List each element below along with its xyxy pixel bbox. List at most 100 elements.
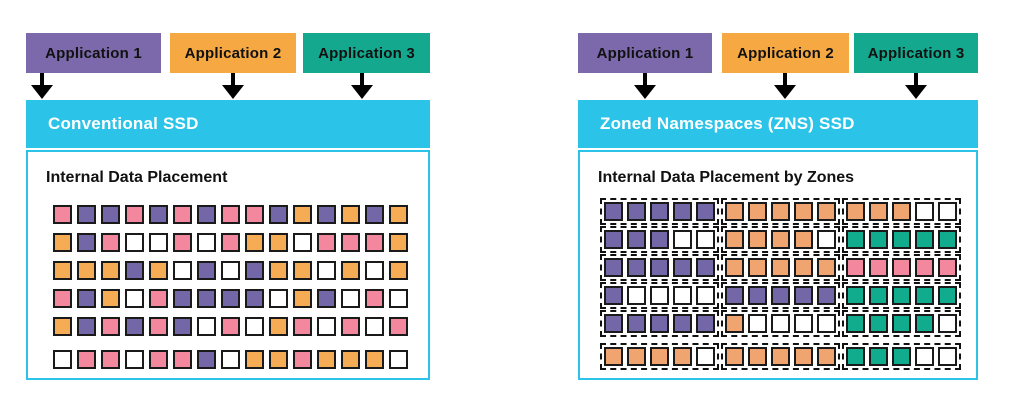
data-block-purple xyxy=(77,289,96,308)
data-block-orange xyxy=(389,205,408,224)
data-block-white xyxy=(627,286,646,305)
arrow-stem xyxy=(783,73,787,86)
application-2-box: Application 2 xyxy=(170,33,296,73)
zone-box xyxy=(721,254,840,281)
data-block-white xyxy=(341,289,360,308)
zone-box xyxy=(721,310,840,337)
data-block-purple xyxy=(627,314,646,333)
internal-data-placement-title: Internal Data Placement xyxy=(46,169,228,186)
data-block-purple xyxy=(245,261,264,280)
application-2-box: Application 2 xyxy=(722,33,849,73)
data-block-white xyxy=(915,202,934,221)
data-block-pink xyxy=(317,233,336,252)
zone-box xyxy=(721,282,840,309)
data-block-pink xyxy=(77,350,96,369)
application-1-label: Application 1 xyxy=(45,44,142,62)
data-block-pink xyxy=(173,350,192,369)
data-block-purple xyxy=(197,289,216,308)
data-block-pink xyxy=(341,317,360,336)
data-block-white xyxy=(365,261,384,280)
data-block-pink xyxy=(149,289,168,308)
application-2-label: Application 2 xyxy=(737,44,834,62)
down-arrow-icon xyxy=(905,73,927,99)
data-block-white xyxy=(938,347,957,366)
data-block-orange_zns xyxy=(771,347,790,366)
conventional-ssd-panel: Application 1 Application 2 Application … xyxy=(26,0,430,416)
data-block-teal xyxy=(846,286,865,305)
data-block-white xyxy=(696,286,715,305)
arrow-head xyxy=(222,85,244,99)
data-block-orange xyxy=(341,261,360,280)
data-block-white xyxy=(389,289,408,308)
data-block-orange xyxy=(269,350,288,369)
down-arrow-icon xyxy=(774,73,796,99)
data-block-white xyxy=(938,314,957,333)
data-block-teal xyxy=(846,347,865,366)
grid-row xyxy=(53,261,428,280)
data-block-orange xyxy=(341,350,360,369)
data-block-pink xyxy=(245,205,264,224)
data-block-purple xyxy=(197,350,216,369)
data-block-orange xyxy=(101,289,120,308)
data-block-pink xyxy=(846,258,865,277)
data-block-purple xyxy=(627,202,646,221)
zone-box xyxy=(600,198,719,225)
data-block-pink xyxy=(293,350,312,369)
grid-row xyxy=(600,254,976,281)
data-block-orange xyxy=(293,289,312,308)
data-block-orange_zns xyxy=(794,258,813,277)
data-block-orange_zns xyxy=(725,230,744,249)
application-1-label: Application 1 xyxy=(596,44,694,62)
data-block-purple xyxy=(173,289,192,308)
arrow-stem xyxy=(914,73,918,86)
data-block-orange_zns xyxy=(748,258,767,277)
data-block-purple xyxy=(627,258,646,277)
data-block-white xyxy=(125,289,144,308)
zone-box xyxy=(600,254,719,281)
zone-box xyxy=(721,226,840,253)
data-block-orange_zns xyxy=(725,347,744,366)
data-block-orange xyxy=(269,261,288,280)
data-block-purple xyxy=(650,230,669,249)
zone-box xyxy=(600,226,719,253)
data-block-purple xyxy=(725,286,744,305)
data-block-pink xyxy=(221,233,240,252)
data-block-orange_zns xyxy=(650,347,669,366)
grid-row xyxy=(600,343,976,370)
data-block-purple xyxy=(173,317,192,336)
data-block-orange_zns xyxy=(817,347,836,366)
data-block-white xyxy=(221,350,240,369)
grid-row xyxy=(53,205,428,224)
data-block-white xyxy=(293,233,312,252)
data-block-pink xyxy=(101,317,120,336)
data-block-orange_zns xyxy=(794,347,813,366)
data-block-purple xyxy=(673,258,692,277)
data-block-orange_zns xyxy=(794,230,813,249)
data-block-purple xyxy=(197,205,216,224)
data-block-orange_zns xyxy=(846,202,865,221)
data-block-orange_zns xyxy=(869,202,888,221)
data-block-pink xyxy=(892,258,911,277)
grid-row xyxy=(600,198,976,225)
data-block-teal xyxy=(892,230,911,249)
data-block-pink xyxy=(149,350,168,369)
data-block-orange xyxy=(269,233,288,252)
conventional-ssd-body: Internal Data Placement xyxy=(26,150,430,380)
data-block-orange_zns xyxy=(673,347,692,366)
data-block-white xyxy=(817,314,836,333)
data-block-orange_zns xyxy=(604,347,623,366)
arrow-stem xyxy=(643,73,647,86)
arrow-head xyxy=(351,85,373,99)
data-block-purple xyxy=(748,286,767,305)
data-block-teal xyxy=(915,314,934,333)
data-block-purple xyxy=(604,286,623,305)
data-block-purple xyxy=(365,205,384,224)
data-block-pink xyxy=(53,289,72,308)
data-block-orange xyxy=(53,261,72,280)
data-block-pink xyxy=(365,289,384,308)
data-block-purple xyxy=(269,205,288,224)
data-block-purple xyxy=(650,202,669,221)
data-block-white xyxy=(173,261,192,280)
data-block-purple xyxy=(696,258,715,277)
